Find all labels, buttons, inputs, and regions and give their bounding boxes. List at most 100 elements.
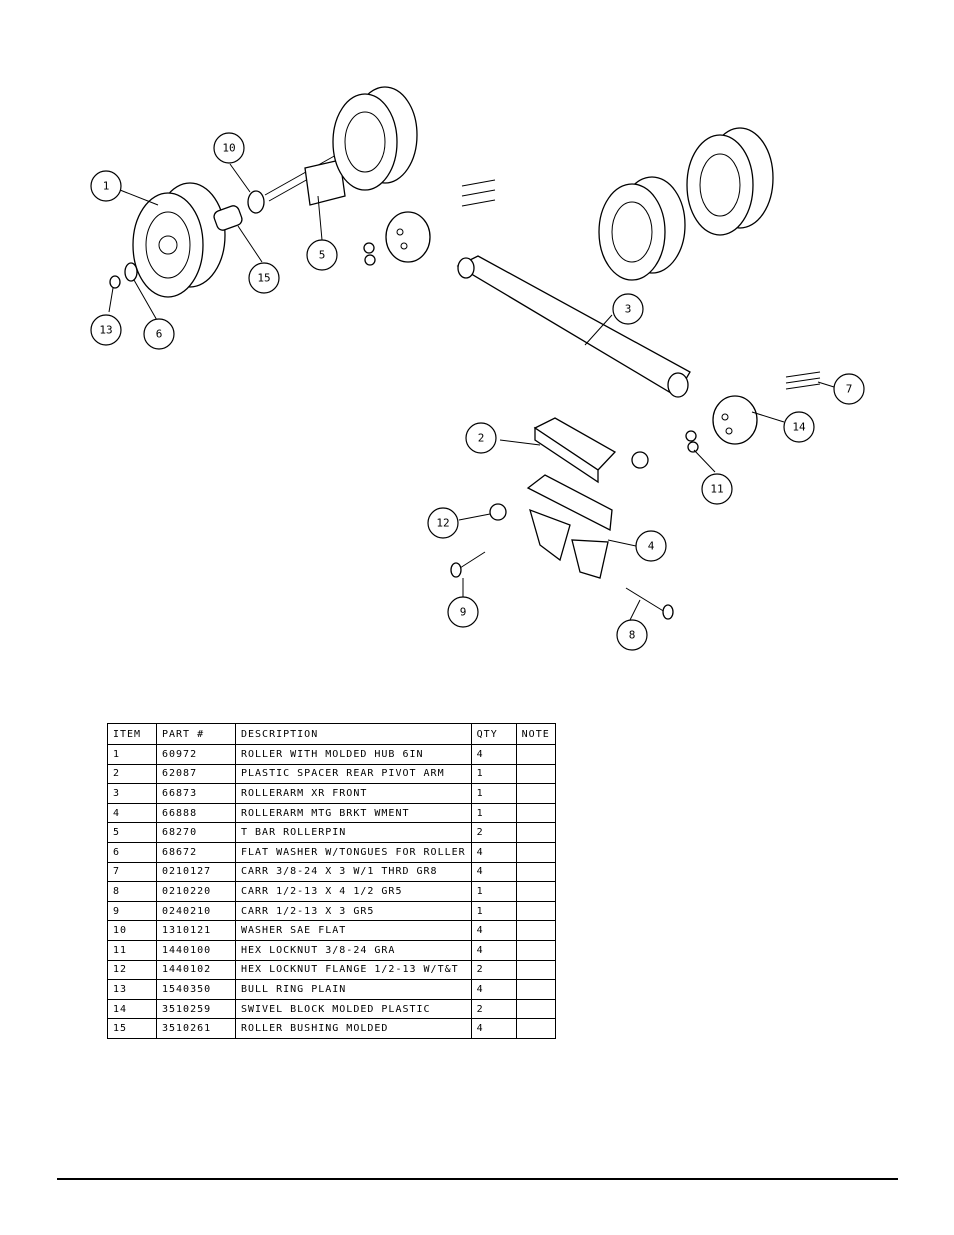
cell-qty: 4 [470, 861, 517, 883]
carriage-bolts-right [785, 371, 821, 390]
cell-qty: 4 [470, 920, 517, 941]
cell-item: 13 [107, 979, 157, 1000]
svg-text:2: 2 [478, 432, 485, 445]
tongue-washer [124, 262, 138, 282]
callout-12: 12 [427, 507, 459, 539]
hex-locknut [363, 242, 375, 254]
cell-description: WASHER SAE FLAT [235, 920, 472, 941]
table-header-row: ITEM PART # DESCRIPTION QTY NOTE [107, 723, 556, 745]
callout-14: 14 [783, 411, 815, 443]
cell-note [515, 802, 556, 824]
cell-qty: 4 [470, 1018, 517, 1039]
cell-qty: 4 [470, 841, 517, 863]
callout-8: 8 [616, 619, 648, 651]
cell-description: CARR 1/2-13 X 3 GR5 [235, 900, 472, 922]
callout-15: 15 [248, 262, 280, 294]
flat-washer [247, 190, 265, 214]
cell-qty: 2 [470, 822, 517, 843]
cell-description: HEX LOCKNUT FLANGE 1/2-13 W/T&T [235, 959, 472, 981]
callout-3: 3 [612, 293, 644, 325]
cell-description: FLAT WASHER W/TONGUES FOR ROLLER [235, 841, 472, 863]
svg-text:13: 13 [99, 324, 112, 337]
cell-qty: 2 [470, 998, 517, 1020]
svg-text:12: 12 [436, 517, 449, 530]
hex-locknut [364, 254, 376, 266]
cell-description: ROLLER WITH MOLDED HUB 6IN [235, 744, 472, 765]
callout-13: 13 [90, 314, 122, 346]
callout-9: 9 [447, 596, 479, 628]
roller-left [132, 182, 226, 298]
cell-item: 1 [107, 744, 157, 765]
roller-rear-left [332, 86, 418, 191]
cell-qty: 2 [470, 959, 517, 981]
hex-locknut [687, 441, 699, 453]
cell-qty: 1 [470, 783, 517, 804]
cell-item: 12 [107, 959, 157, 981]
cell-qty: 4 [470, 939, 517, 961]
cell-part: 0240210 [156, 900, 236, 922]
callout-7: 7 [833, 373, 865, 405]
cell-note [515, 979, 556, 1000]
cell-note [515, 998, 556, 1020]
callout-6: 6 [143, 318, 175, 350]
cell-part: 66888 [156, 802, 236, 824]
cell-note [515, 959, 556, 981]
cell-description: T BAR ROLLERPIN [235, 822, 472, 843]
callout-11: 11 [701, 473, 733, 505]
carriage-bolts-left [461, 179, 496, 207]
header-qty: QTY [470, 723, 517, 745]
cell-qty: 4 [470, 979, 517, 1000]
cell-note [515, 920, 556, 941]
header-item: ITEM [107, 723, 157, 745]
svg-text:10: 10 [222, 142, 235, 155]
cell-note [515, 822, 556, 843]
rollerarm-mtg-bracket [526, 474, 613, 579]
cell-description: BULL RING PLAIN [235, 979, 472, 1000]
cell-part: 3510259 [156, 998, 236, 1020]
cell-description: ROLLERARM XR FRONT [235, 783, 472, 804]
cell-item: 7 [107, 861, 157, 883]
cell-part: 68672 [156, 841, 236, 863]
roller-front-right [598, 176, 686, 281]
svg-text:5: 5 [319, 249, 326, 262]
svg-text:4: 4 [648, 540, 655, 553]
cell-description: ROLLER BUSHING MOLDED [235, 1018, 472, 1039]
cell-item: 5 [107, 822, 157, 843]
cell-description: CARR 3/8-24 X 3 W/1 THRD GR8 [235, 861, 472, 883]
callout-2: 2 [465, 422, 497, 454]
carriage-bolt-9 [450, 551, 486, 578]
hex-locknut [685, 430, 697, 442]
cell-part: 60972 [156, 744, 236, 765]
cell-note [515, 783, 556, 804]
header-part-number: PART # [156, 723, 236, 745]
svg-text:9: 9 [460, 606, 467, 619]
plastic-spacer [533, 417, 617, 484]
cell-note [515, 900, 556, 922]
svg-text:11: 11 [710, 483, 723, 496]
leader-lines [108, 163, 835, 621]
cell-item: 2 [107, 763, 157, 785]
svg-text:6: 6 [156, 328, 163, 341]
cell-item: 3 [107, 783, 157, 804]
svg-text:15: 15 [257, 272, 270, 285]
header-description: DESCRIPTION [235, 723, 472, 745]
header-note: NOTE [515, 723, 556, 745]
cell-description: CARR 1/2-13 X 4 1/2 GR5 [235, 881, 472, 902]
svg-text:14: 14 [792, 421, 806, 434]
cell-item: 8 [107, 881, 157, 902]
cell-note [515, 841, 556, 863]
cell-part: 1440102 [156, 959, 236, 981]
cell-part: 0210220 [156, 881, 236, 902]
cell-description: ROLLERARM MTG BRKT WMENT [235, 802, 472, 824]
carriage-bolt-8 [625, 587, 674, 620]
callout-1: 1 [90, 170, 122, 202]
cell-item: 9 [107, 900, 157, 922]
